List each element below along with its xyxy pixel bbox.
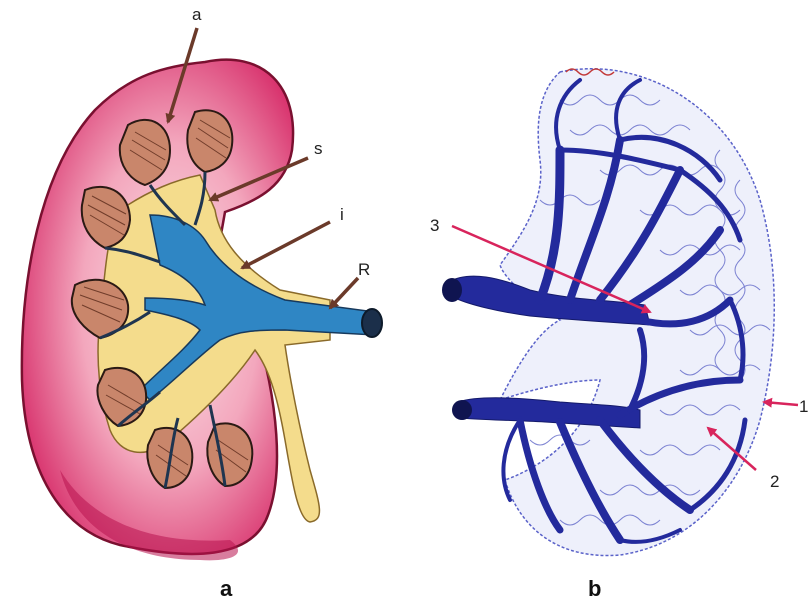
panel-b: 3 1 2 b [430,69,808,601]
arrow-1 [764,402,798,405]
label-1: 1 [799,397,808,416]
upper-vessel-opening [442,278,462,302]
label-a: a [192,5,202,24]
panel-a-caption: a [220,576,233,601]
pyramid [207,423,252,486]
label-2: 2 [770,472,779,491]
arrow-r [330,278,358,308]
panel-a: a s i R a [22,5,382,601]
label-3: 3 [430,216,439,235]
lower-vessel-opening [452,400,472,420]
panel-b-caption: b [588,576,601,601]
arrow-i [242,222,330,268]
renal-vein-opening [362,309,382,337]
label-i: i [340,205,344,224]
label-s: s [314,139,323,158]
label-r: R [358,260,370,279]
